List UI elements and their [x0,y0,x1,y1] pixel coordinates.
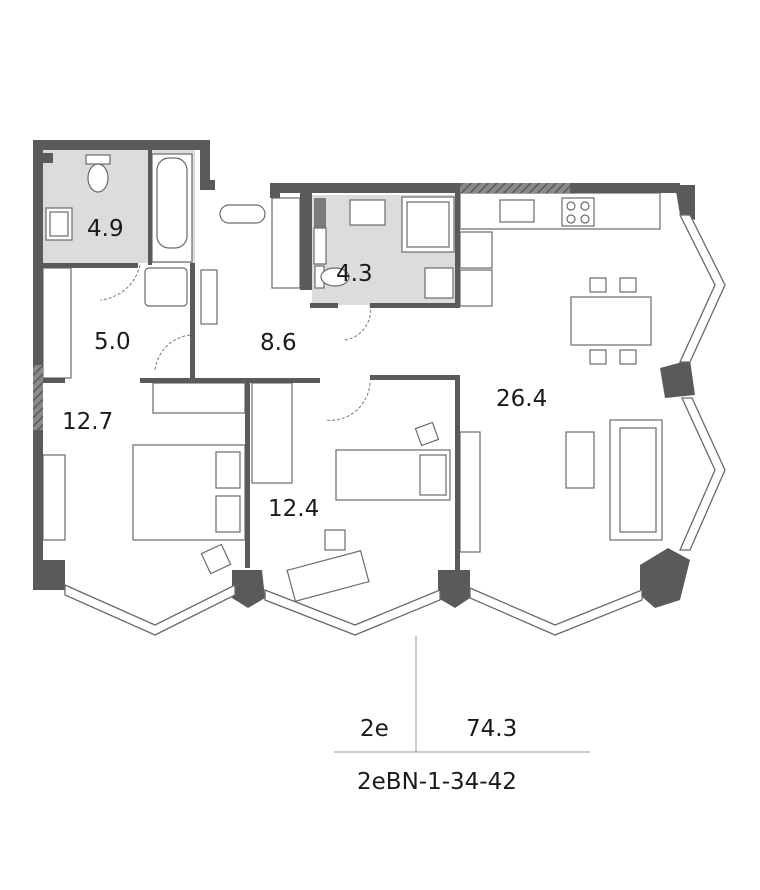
wardrobe-icon [152,382,246,414]
room-area-hall: 8.6 [260,330,297,356]
shelf-icon [313,227,327,265]
toilet-icon [85,154,111,193]
wardrobe-icon [271,197,301,289]
washing-machine-icon [424,267,454,299]
bathtub-icon [151,153,193,263]
sink-icon [499,199,535,223]
total-area: 74.3 [466,716,517,742]
room-area-bathroom-1: 4.9 [87,216,124,242]
desk-icon [42,454,66,541]
windows [64,214,726,636]
stove-icon [561,197,595,227]
desk-icon [286,549,370,603]
sink-icon [349,199,386,226]
chair-icon [200,543,232,575]
tv-stand-icon [459,431,481,553]
apartment-type: 2e [360,716,389,742]
shower-icon [401,196,455,253]
chair-icon [324,529,346,551]
room-area-closet: 5.0 [94,329,131,355]
radiator-icon [200,269,218,325]
room-area-bathroom-2: 4.3 [336,261,373,287]
walls [33,140,695,608]
bed-icon [132,444,246,541]
nightstand-icon [414,421,440,447]
toilet-icon [314,265,350,289]
room-area-bedroom-2: 12.4 [268,496,319,522]
bed-icon [335,449,451,501]
boiler-icon [144,267,188,307]
fridge-icon [459,269,493,307]
room-area-living-kitchen: 26.4 [496,386,547,412]
wardrobe-icon [251,382,293,484]
appliance-icon [459,231,493,269]
mirror-icon [219,204,266,224]
room-area-bedroom-1: 12.7 [62,409,113,435]
apartment-code: 2eBN-1-34-42 [357,769,517,795]
dining-table-icon [570,277,652,365]
sink-icon [45,207,73,241]
closet-shelves [42,267,72,379]
sofa-icon [565,419,663,541]
kitchen-counter [459,192,661,230]
